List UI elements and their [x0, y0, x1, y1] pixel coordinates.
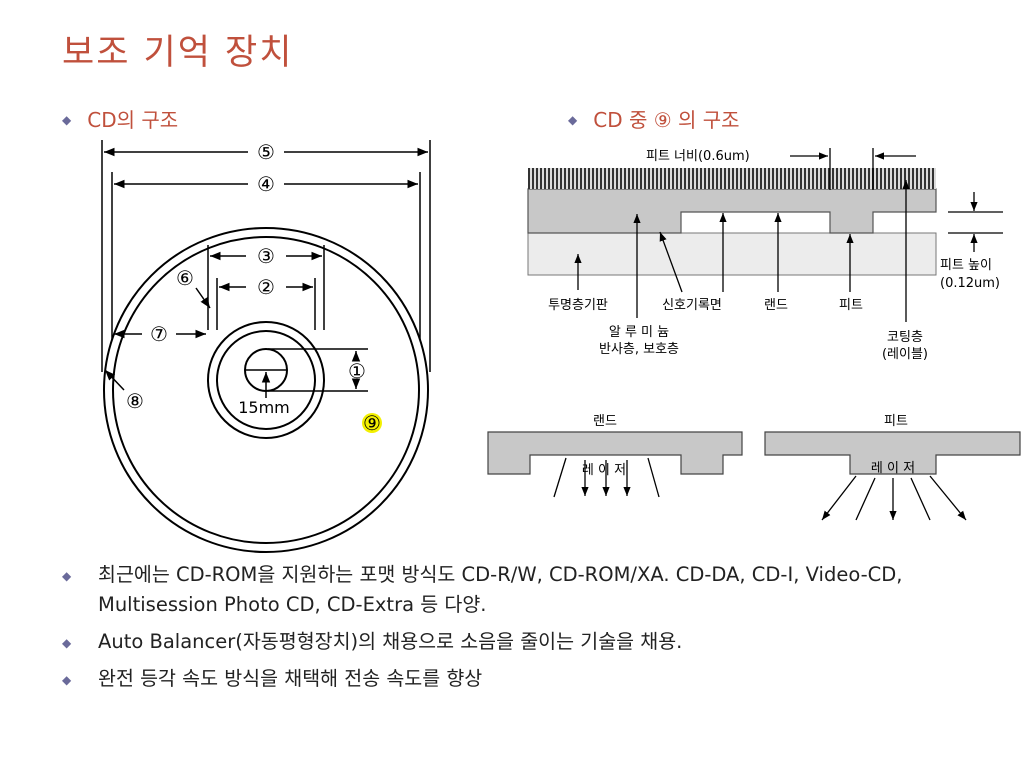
disc-outer-edge: [103, 227, 429, 553]
bullet-icon: ◆: [62, 569, 72, 583]
pit-laser-label: 레 이 저: [871, 461, 915, 476]
cd-cross-section: [527, 168, 937, 276]
disc-data-edge: [112, 236, 420, 544]
disc-inner-ring: [216, 330, 316, 430]
subheading-left-text: CD의 구조: [87, 108, 179, 132]
aluminum-label: 알 루 미 늄: [609, 325, 669, 340]
coating-label: 코팅층: [887, 330, 923, 345]
pit-surface: [764, 431, 1021, 475]
list-item: ◆ 완전 등각 속도 방식을 채택해 전송 속도를 향상: [62, 664, 1012, 694]
pit-laser-title: 피트: [884, 414, 908, 429]
list-item: ◆ Auto Balancer(자동평형장치)의 채용으로 소음을 줄이는 기술…: [62, 627, 1012, 657]
land-laser-title: 랜드: [593, 414, 617, 429]
disc-label-15mm: 15mm: [238, 398, 290, 417]
bullet-icon: ◆: [62, 113, 72, 127]
pit-width-label: 피트 너비(0.6um): [646, 149, 750, 164]
bullet-icon: ◆: [62, 673, 72, 687]
list-item: ◆ 최근에는 CD-ROM을 지원하는 포맷 방식도 CD-R/W, CD-RO…: [62, 560, 1012, 620]
coating-layer: [528, 168, 936, 189]
highlight-9: [362, 413, 382, 433]
bullet-text-cav: 완전 등각 속도 방식을 채택해 전송 속도를 향상: [98, 667, 483, 690]
label-layer-label: (레이블): [882, 347, 928, 362]
bullet-list: ◆ 최근에는 CD-ROM을 지원하는 포맷 방식도 CD-R/W, CD-RO…: [62, 560, 1012, 701]
disc-label-7: ⑦: [150, 322, 168, 346]
signal-surface-label: 신호기록면: [662, 298, 722, 313]
land-laser-label: 레 이 저: [582, 463, 626, 478]
subheading-cd-structure: ◆ CD의 구조: [62, 104, 178, 133]
disc-clamping-ring: [207, 321, 325, 439]
substrate-layer: [527, 232, 937, 276]
reflective-layer-label: 반사층, 보호층: [599, 342, 679, 357]
land-label: 랜드: [764, 298, 788, 313]
disc-label-5: ⑤: [257, 140, 275, 164]
page-title: 보조 기억 장치: [62, 33, 294, 73]
bullet-text-auto-balancer: Auto Balancer(자동평형장치)의 채용으로 소음을 줄이는 기술을 …: [98, 630, 683, 653]
disc-label-4: ④: [257, 172, 275, 196]
disc-label-6: ⑥: [176, 266, 194, 290]
disc-label-1: ①: [348, 359, 366, 383]
substrate-label: 투명층기판: [548, 298, 608, 313]
bullet-text-formats: 최근에는 CD-ROM을 지원하는 포맷 방식도 CD-R/W, CD-ROM/…: [98, 563, 903, 616]
disc-label-3: ③: [257, 244, 275, 268]
pit-label: 피트: [839, 298, 863, 313]
disc-label-8: ⑧: [126, 389, 144, 413]
pit-height-label: 피트 높이: [940, 258, 992, 273]
disc-diagram: [101, 140, 431, 553]
subheading-label-structure: ◆ CD 중 ⑨ 의 구조: [568, 104, 740, 133]
disc-label-9: ⑨: [363, 411, 381, 435]
subheading-right-text: CD 중 ⑨ 의 구조: [593, 108, 740, 132]
land-surface: [487, 431, 743, 475]
bullet-icon: ◆: [62, 636, 72, 650]
disc-label-2: ②: [257, 275, 275, 299]
pit-height-value: (0.12um): [940, 276, 1000, 291]
reflective-layer: [527, 188, 937, 234]
bullet-icon: ◆: [568, 113, 578, 127]
